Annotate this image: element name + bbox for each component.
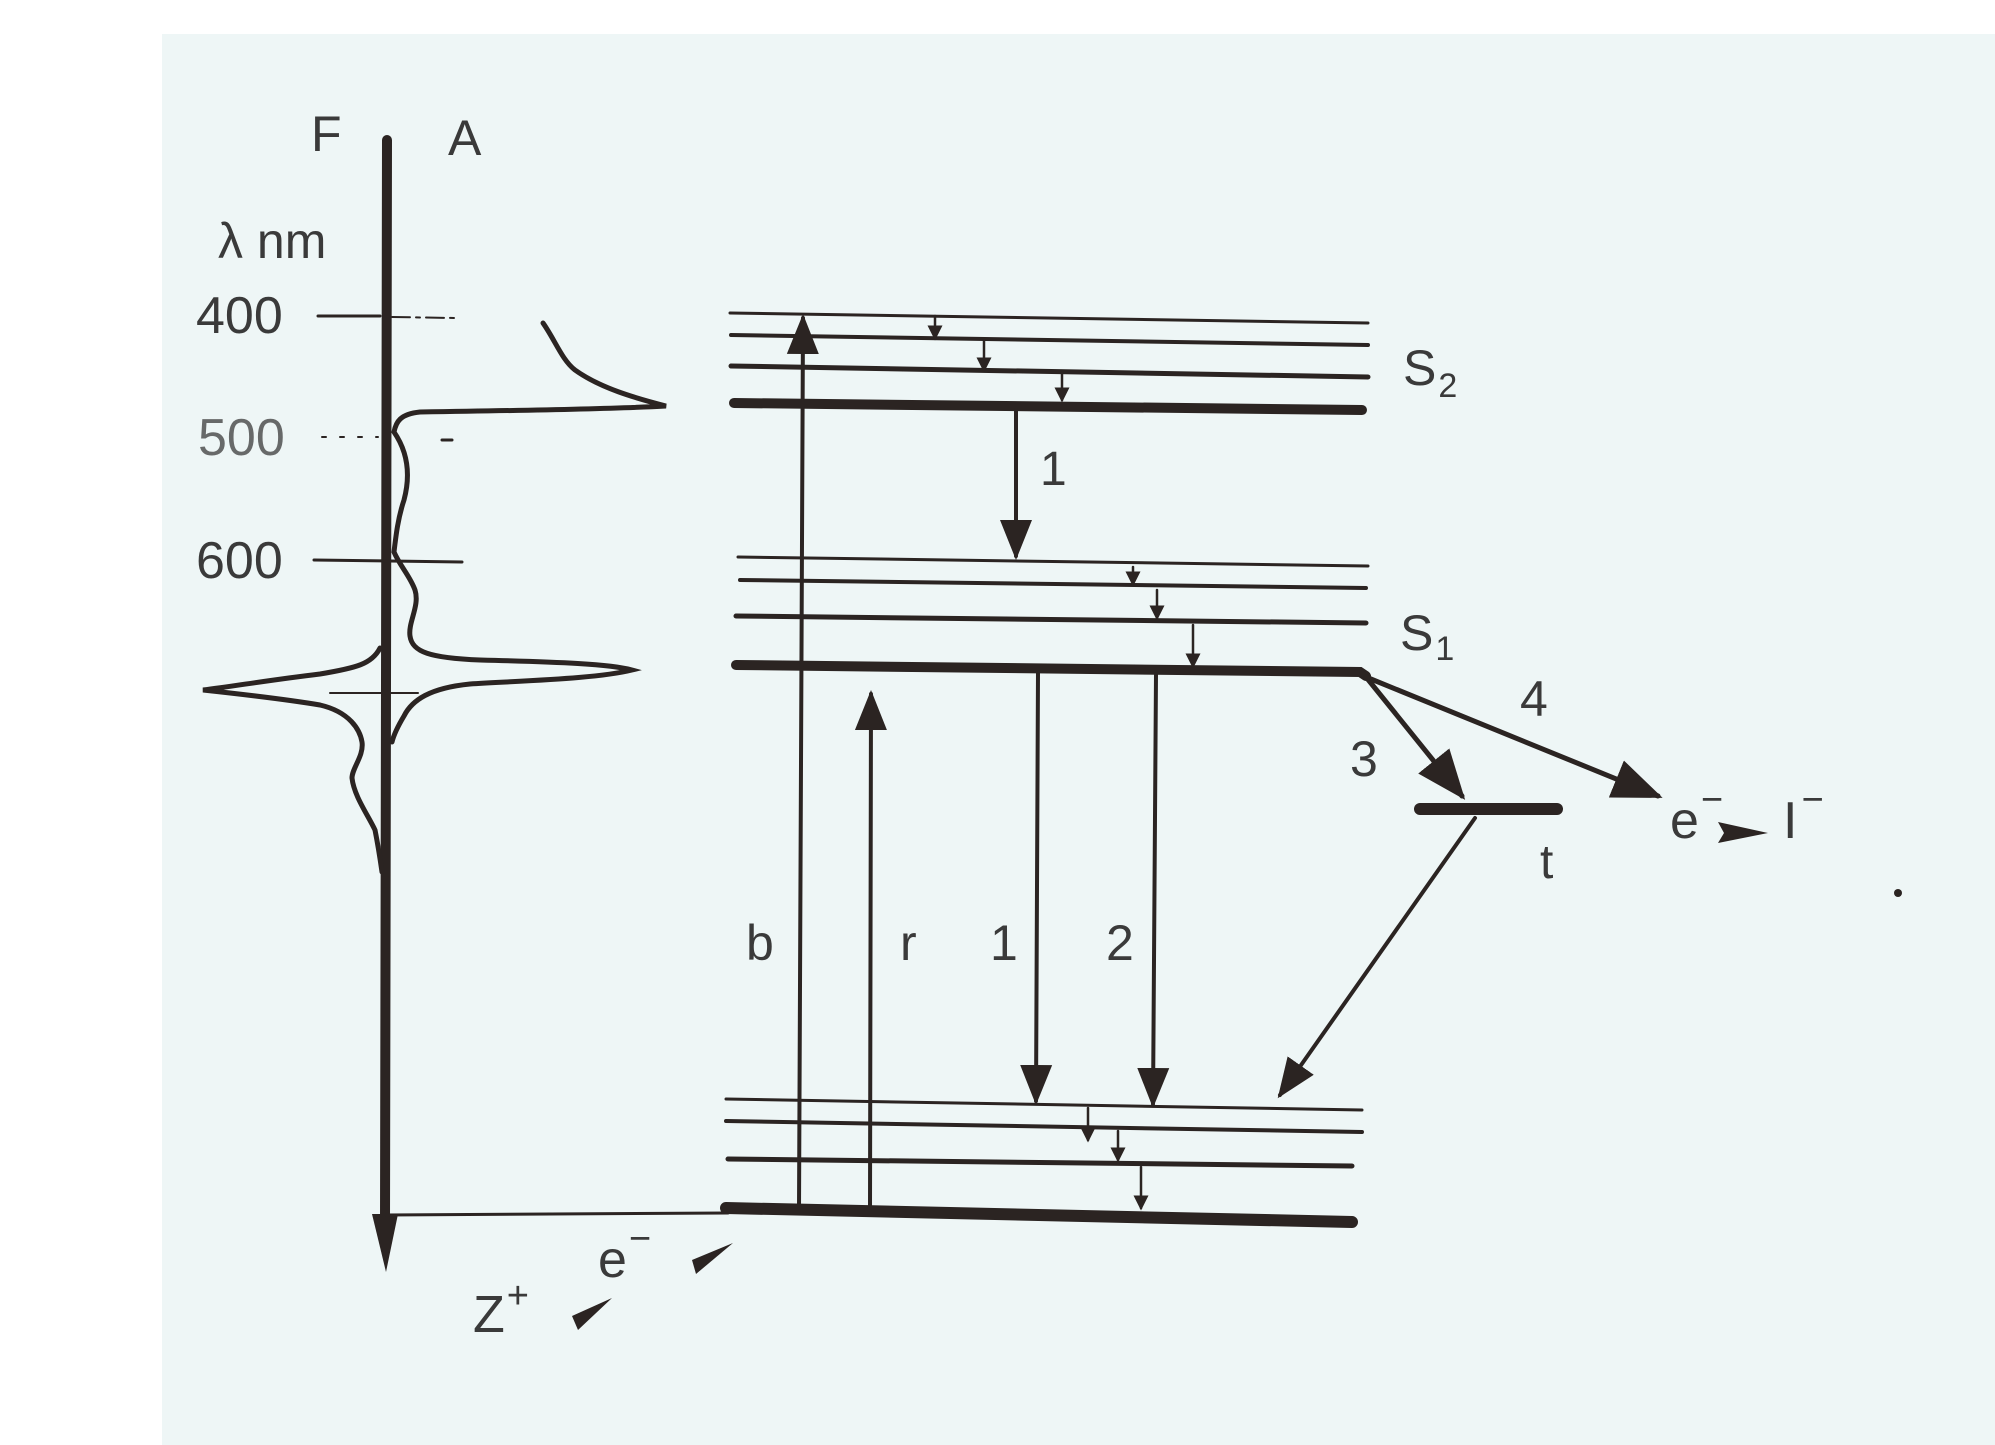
transition-label-r: r xyxy=(900,915,917,971)
tick-label-500: 500 xyxy=(198,409,285,467)
tick-label-400: 400 xyxy=(196,287,283,345)
transition-label-2: 2 xyxy=(1106,915,1134,971)
transition-label-3: 3 xyxy=(1350,731,1378,787)
axis-arrowhead-icon xyxy=(372,1214,398,1272)
arrow-3-isc xyxy=(1363,674,1466,800)
s1-label: S1 xyxy=(1400,605,1454,668)
electron-to-iodide-arrow-icon xyxy=(1718,822,1768,843)
arrow-1-emission xyxy=(1020,670,1053,1105)
arrow-4-electron-transfer xyxy=(1363,674,1663,799)
absorption-curve xyxy=(389,320,667,745)
transition-label-s2-s1: 1 xyxy=(1040,443,1067,496)
axis-unit-label: λ nm xyxy=(218,213,326,269)
fluorescence-curve xyxy=(202,645,385,875)
axis-ground-connector xyxy=(384,1211,730,1217)
cation-arrow-icon xyxy=(572,1298,612,1330)
electron-label-left: e− xyxy=(598,1218,651,1289)
iodide-label: I− xyxy=(1783,779,1824,850)
transition-label-4: 4 xyxy=(1520,671,1548,727)
arrow-r-absorption xyxy=(854,690,887,1212)
electron-label-right: e− xyxy=(1670,779,1723,850)
s0-levels xyxy=(720,1097,1364,1228)
arrow-t-to-s0 xyxy=(1277,816,1477,1099)
transition-label-1: 1 xyxy=(990,915,1018,971)
arrow-2-emission xyxy=(1137,672,1170,1108)
triplet-label: t xyxy=(1540,836,1553,889)
s2-label: S2 xyxy=(1403,340,1457,405)
axis-label-f: F xyxy=(311,106,342,162)
tick-label-600: 600 xyxy=(196,532,283,590)
s1-levels xyxy=(731,555,1371,681)
s2-levels xyxy=(728,311,1371,415)
axis-label-a: A xyxy=(448,110,482,166)
spectrum-axis xyxy=(202,135,667,1272)
cation-label: Z+ xyxy=(473,1275,529,1344)
paper-background xyxy=(162,34,1995,1445)
arrow-b-absorption xyxy=(786,314,819,1211)
transition-label-b: b xyxy=(746,915,774,971)
electron-arrow-icon xyxy=(692,1243,733,1274)
speck xyxy=(1894,889,1902,897)
